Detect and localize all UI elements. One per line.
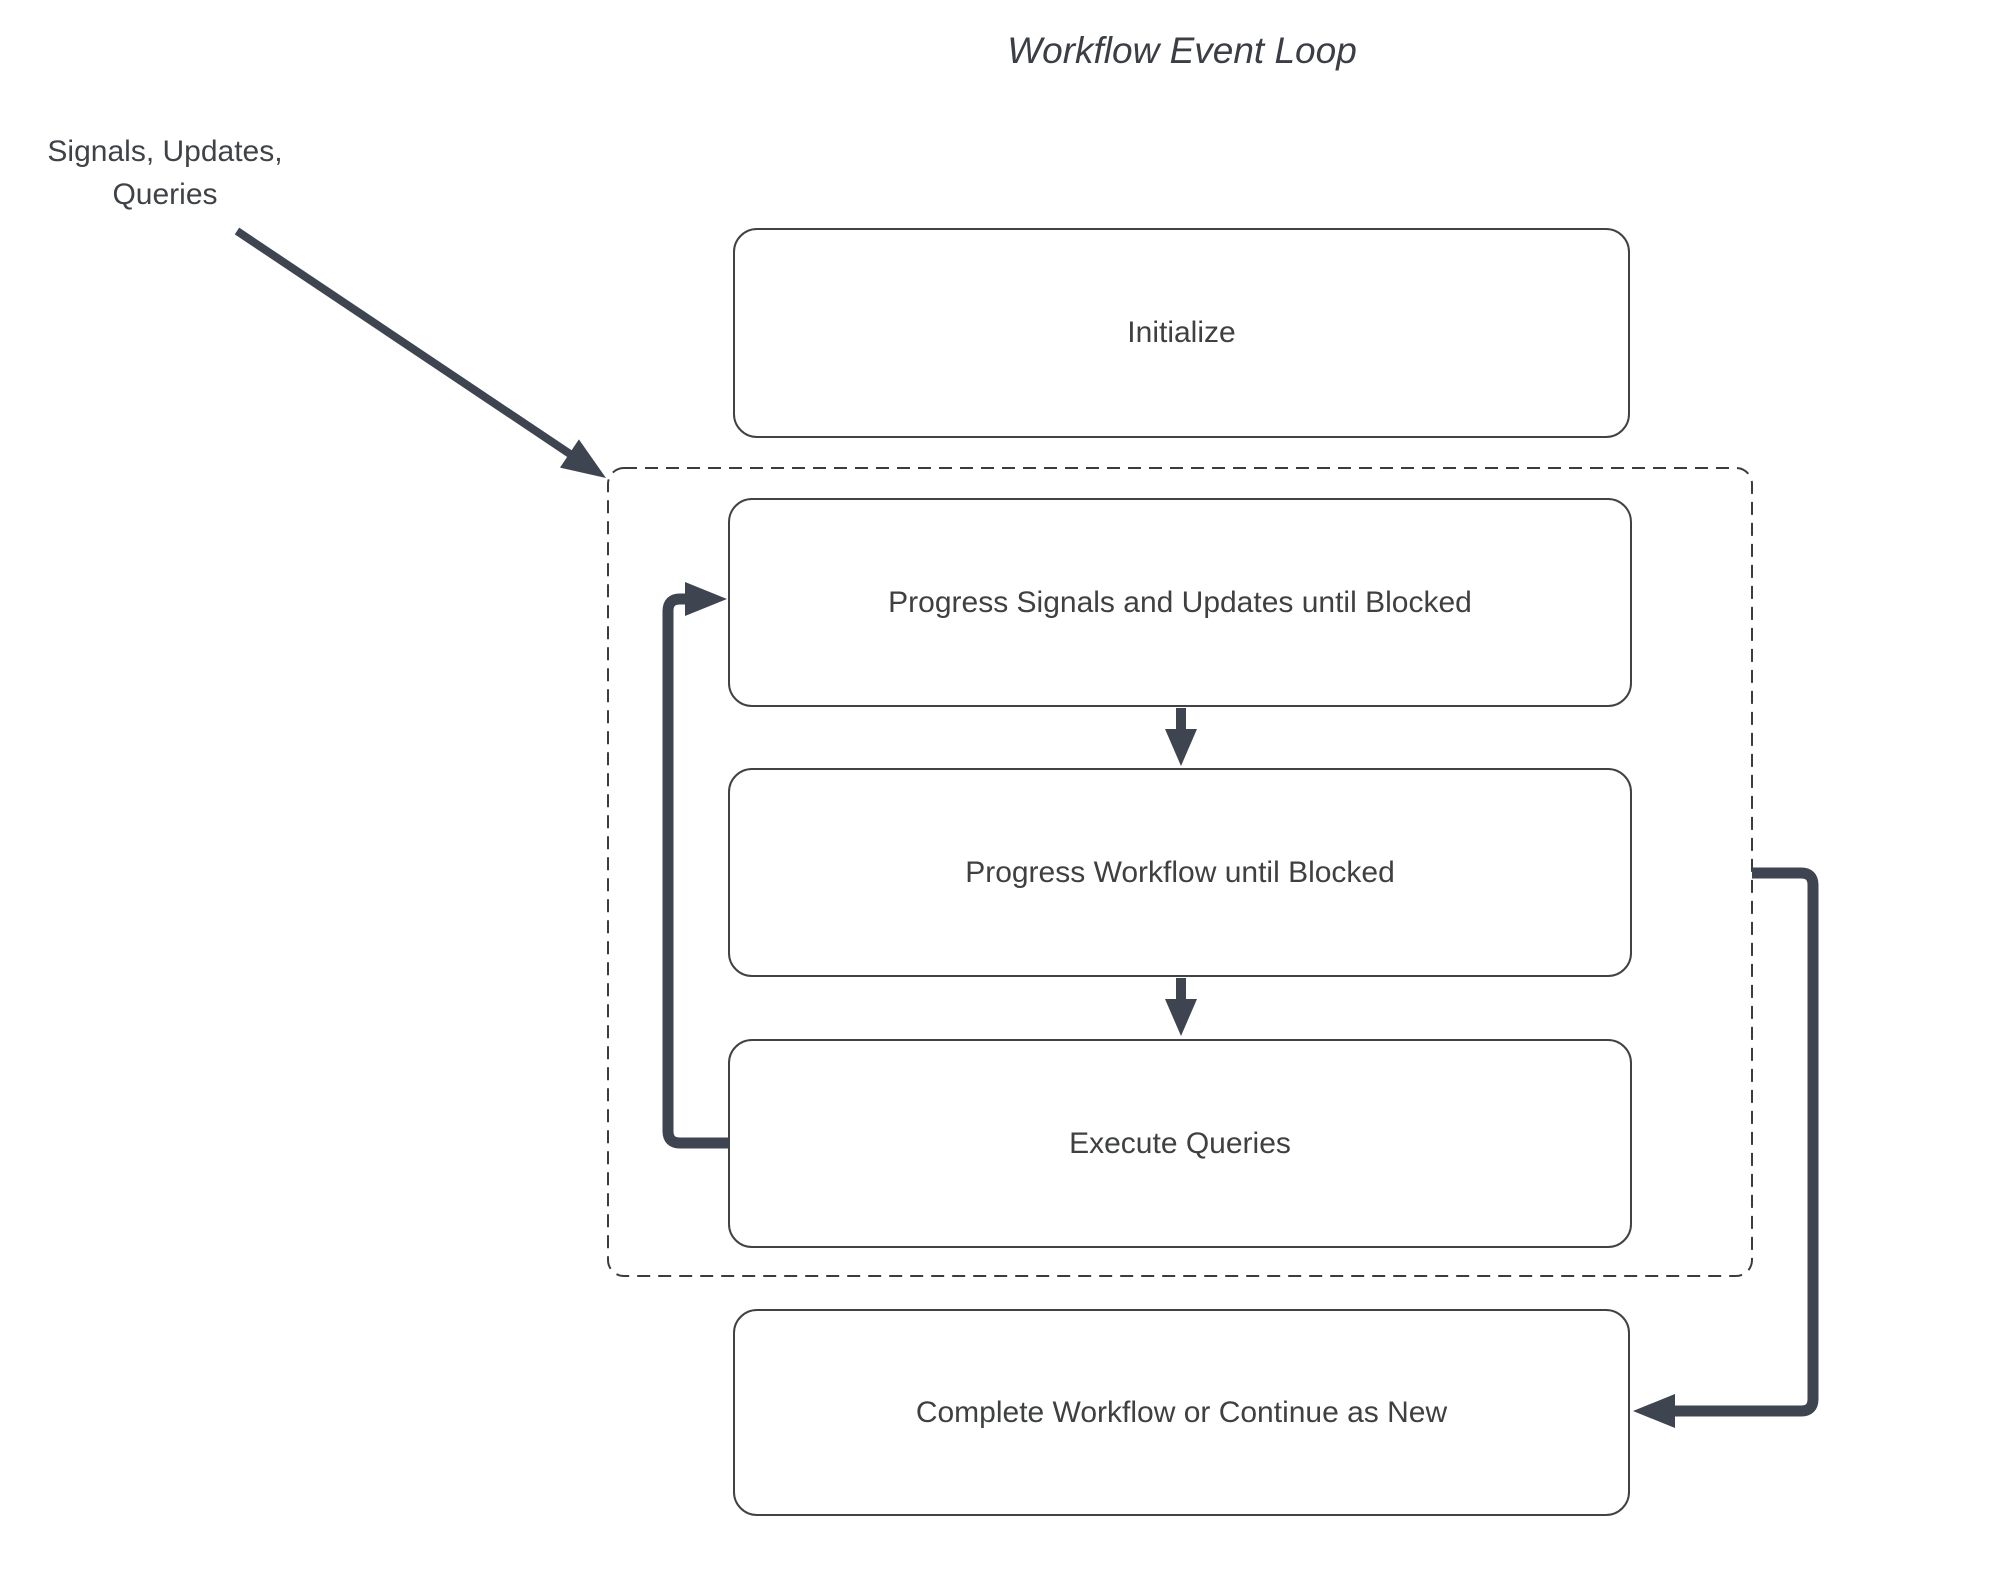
signals-updates-queries-label-line1: Signals, Updates, [47,135,283,168]
down-arrowhead-icon [1165,729,1197,766]
node-progress-signals-label: Progress Signals and Updates until Block… [888,585,1472,619]
arrow-event-loop-to-complete [1633,867,1819,1428]
node-execute-queries-label: Execute Queries [1069,1126,1291,1160]
down-arrowhead-icon [1165,999,1197,1036]
node-complete-workflow: Complete Workflow or Continue as New [733,1309,1630,1516]
node-execute-queries: Execute Queries [728,1039,1632,1248]
signals-updates-queries-label: Signals, Updates, Queries [20,130,310,216]
arrow-execute-queries-loop-back [662,582,732,1149]
annotation-arrow-line [234,227,576,460]
left-arrowhead-icon [1633,1394,1675,1428]
exit-loop-line [1658,867,1819,1417]
annotation-arrowhead-icon [559,439,606,478]
node-progress-signals-and-updates: Progress Signals and Updates until Block… [728,498,1632,707]
diagram-title: Workflow Event Loop [1007,30,1357,71]
arrow-progress-signals-to-progress-workflow [1165,708,1197,766]
node-complete-workflow-label: Complete Workflow or Continue as New [915,1395,1448,1429]
signals-updates-queries-label-line2: Queries [112,178,218,211]
node-initialize: Initialize [733,228,1630,438]
loop-back-line [662,593,732,1149]
node-initialize-label: Initialize [1127,316,1236,349]
right-arrowhead-icon [685,582,727,616]
node-progress-workflow: Progress Workflow until Blocked [728,768,1632,977]
annotation-arrow [234,227,606,478]
node-progress-workflow-label: Progress Workflow until Blocked [965,855,1395,889]
arrow-progress-workflow-to-execute-queries [1165,978,1197,1036]
